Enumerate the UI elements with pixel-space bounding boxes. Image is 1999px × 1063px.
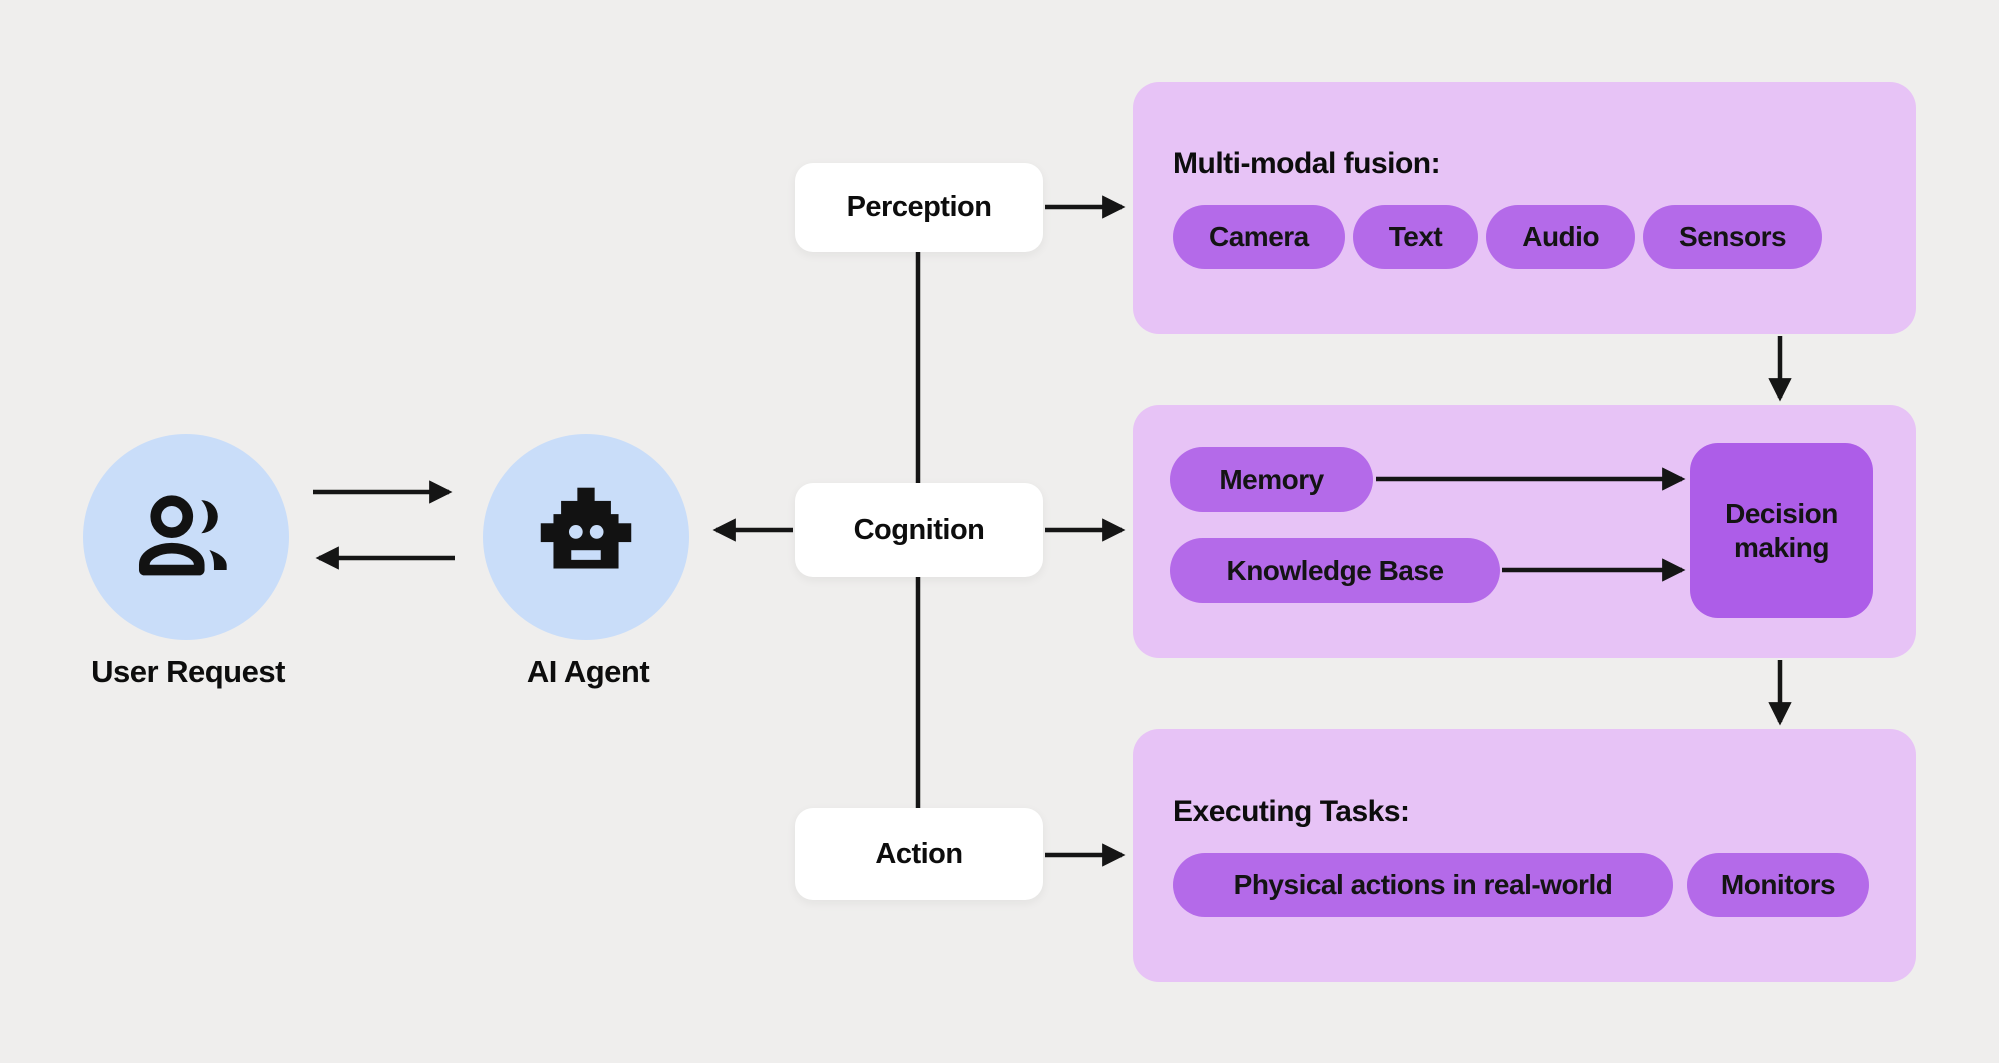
ai-agent-circle bbox=[483, 434, 689, 640]
pill-text: Text bbox=[1352, 205, 1479, 269]
action-box: Action bbox=[795, 808, 1043, 900]
pill-monitors: Monitors bbox=[1687, 852, 1869, 917]
pill-audio: Audio bbox=[1486, 205, 1636, 269]
cognition-box: Cognition bbox=[795, 483, 1043, 577]
fusion-pill-row: Camera Text Audio Sensors bbox=[1173, 205, 1916, 269]
people-icon bbox=[138, 495, 227, 576]
robot-icon bbox=[540, 487, 632, 569]
pill-physical-actions: Physical actions in real-world bbox=[1173, 852, 1673, 917]
tasks-panel-title: Executing Tasks: bbox=[1173, 794, 1410, 828]
pill-knowledge-base: Knowledge Base bbox=[1170, 538, 1500, 603]
pill-sensors: Sensors bbox=[1643, 205, 1823, 269]
pill-memory: Memory bbox=[1170, 447, 1373, 512]
cognition-panel: Memory Knowledge Base Decision making bbox=[1133, 405, 1916, 658]
executing-tasks-panel: Executing Tasks: Physical actions in rea… bbox=[1133, 729, 1916, 982]
user-request-label: User Request bbox=[91, 654, 285, 689]
multi-modal-fusion-panel: Multi-modal fusion: Camera Text Audio Se… bbox=[1133, 82, 1916, 334]
tasks-pill-row: Physical actions in real-world Monitors bbox=[1173, 852, 1916, 917]
user-request-circle bbox=[83, 434, 289, 640]
ai-agent-label: AI Agent bbox=[526, 654, 650, 689]
pill-camera: Camera bbox=[1173, 205, 1345, 269]
fusion-panel-title: Multi-modal fusion: bbox=[1173, 147, 1441, 180]
decision-making-box: Decision making bbox=[1690, 443, 1873, 618]
perception-box: Perception bbox=[795, 163, 1043, 252]
